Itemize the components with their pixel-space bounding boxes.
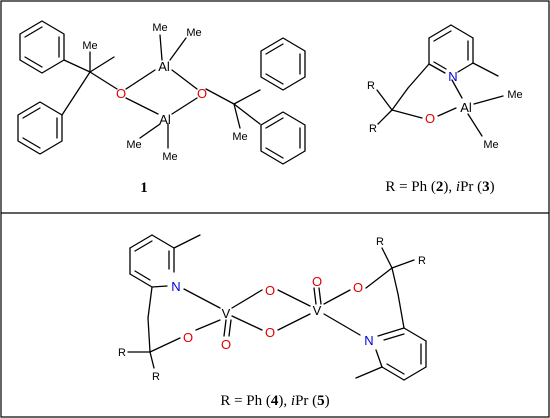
compound-4-5-oxygen-atom-left-alkoxide: O — [183, 330, 193, 345]
compound-1-oxygen-atom-left: O — [116, 86, 126, 101]
compound-2-3-nitrogen-atom: N — [448, 69, 457, 84]
compound-2-3-methyl-label-a: Me — [507, 89, 522, 101]
compound-1-phenyl-ring-b — [17, 101, 63, 155]
compound-4-5-oxygen-atom-left-oxo: O — [221, 337, 231, 352]
compound-4-5-r-group-d: R — [418, 255, 426, 267]
compound-4-5-left-pyridine-ring — [129, 234, 201, 288]
compound-4-5-r-group-a: R — [118, 347, 126, 359]
compound-4-5-oxygen-atom-bridge-lower: O — [265, 325, 275, 340]
compound-4-5-oxygen-atom-right-oxo: O — [312, 274, 322, 289]
compound-2-3-structure — [376, 24, 504, 137]
compound-1-oxygen-atom-right: O — [197, 86, 207, 101]
compound-4-5-oxygen-atom-right-alkoxide: O — [353, 280, 363, 295]
compound-2-3-r-group-b: R — [369, 123, 377, 135]
compound-2-3-pyridine-ring — [428, 24, 499, 77]
compound-1-aluminum-atom-lower: Al — [159, 112, 171, 127]
compound-2-3-r-group-a: R — [367, 80, 375, 92]
compound-4-5-nitrogen-atom-right: N — [364, 333, 373, 348]
compound-1-methyl-label-d: Me — [126, 139, 141, 151]
compound-4-5-r-group-b: R — [152, 371, 160, 383]
compound-4-5-oxygen-atom-bridge-upper: O — [265, 283, 275, 298]
compound-2-3-aluminum-atom: Al — [460, 100, 472, 115]
compound-1-number: 1 — [140, 180, 148, 196]
compound-4-5-r-group-c: R — [376, 236, 384, 248]
compound-4-5-nitrogen-atom-left: N — [171, 279, 180, 294]
compound-4-5-vanadium-atom-left: V — [222, 306, 231, 321]
compound-1-methyl-label-e: Me — [162, 151, 177, 163]
compound-1-phenyl-ring-a — [19, 20, 65, 74]
compound-1-aluminum-atom-upper: Al — [158, 59, 170, 74]
compound-2-3-oxygen-atom: O — [425, 111, 435, 126]
compound-1-structure — [17, 20, 306, 165]
compound-1-methyl-label-f: Me — [232, 131, 247, 143]
compound-1-phenyl-ring-c — [260, 37, 306, 91]
compound-1-methyl-label-b: Me — [152, 22, 167, 34]
compound-2-3-methyl-label-b: Me — [483, 139, 498, 151]
compound-4-5-vanadium-atom-right: V — [313, 303, 322, 318]
compound-4-5-structure — [127, 234, 427, 381]
compound-1-methyl-label-c: Me — [186, 27, 201, 39]
compound-1-phenyl-ring-d — [260, 111, 306, 165]
compound-2-3-caption: R = Ph (2), iPr (3) — [385, 179, 494, 195]
compound-1-methyl-label-a: Me — [82, 40, 97, 52]
compound-4-5-caption: R = Ph (4), iPr (5) — [220, 393, 329, 409]
compound-4-5-right-pyridine-ring — [355, 327, 427, 381]
